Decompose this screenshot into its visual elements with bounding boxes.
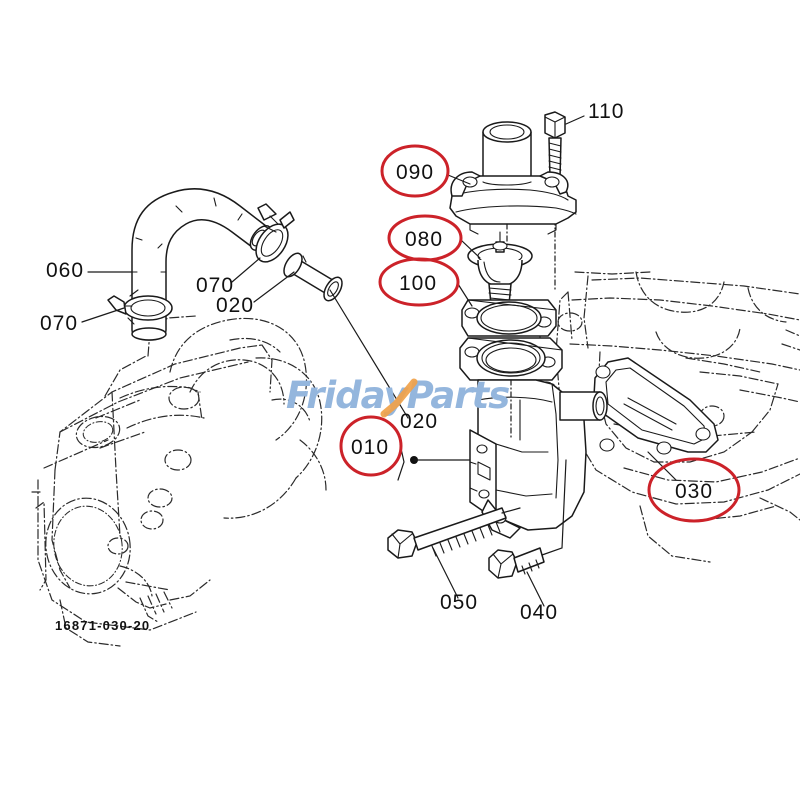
part-090-thermostat-cover — [449, 121, 577, 251]
callout-ring-030 — [647, 457, 741, 523]
label-020-center: 020 — [400, 410, 438, 433]
part-070-hose-clamp-upper — [255, 203, 295, 263]
callout-ring-100 — [378, 257, 460, 307]
callout-ring-090 — [380, 144, 450, 198]
label-070-right: 070 — [196, 274, 234, 297]
part-100-thermostat-cover-gasket — [461, 299, 557, 337]
callout-group: 090 080 100 010 030 — [339, 144, 741, 523]
part-040-short-bolt — [488, 459, 567, 607]
part-080-thermostat — [467, 231, 533, 331]
callout-label-010: 010 — [351, 436, 389, 459]
callout-label-080: 080 — [405, 228, 443, 251]
label-040: 040 — [520, 601, 558, 624]
part-010-thermostat-housing — [397, 337, 608, 539]
part-030-triangular-gasket — [593, 357, 719, 481]
part-050-long-bolt — [387, 507, 521, 599]
engine-block-left-phantom — [31, 315, 327, 647]
label-020-left: 020 — [216, 294, 254, 317]
label-060: 060 — [46, 259, 84, 282]
part-070-hose-clamp-lower — [107, 289, 173, 325]
label-110: 110 — [588, 100, 624, 123]
diagram-part-number: 16871-030-20 — [55, 618, 150, 633]
part-020-water-pipe-connector — [283, 252, 343, 302]
callout-label-100: 100 — [399, 272, 437, 295]
callout-label-090: 090 — [396, 161, 434, 184]
label-050: 050 — [440, 591, 478, 614]
callout-ring-010 — [339, 415, 403, 477]
callout-label-030: 030 — [675, 480, 713, 503]
label-070-left: 070 — [40, 312, 78, 335]
